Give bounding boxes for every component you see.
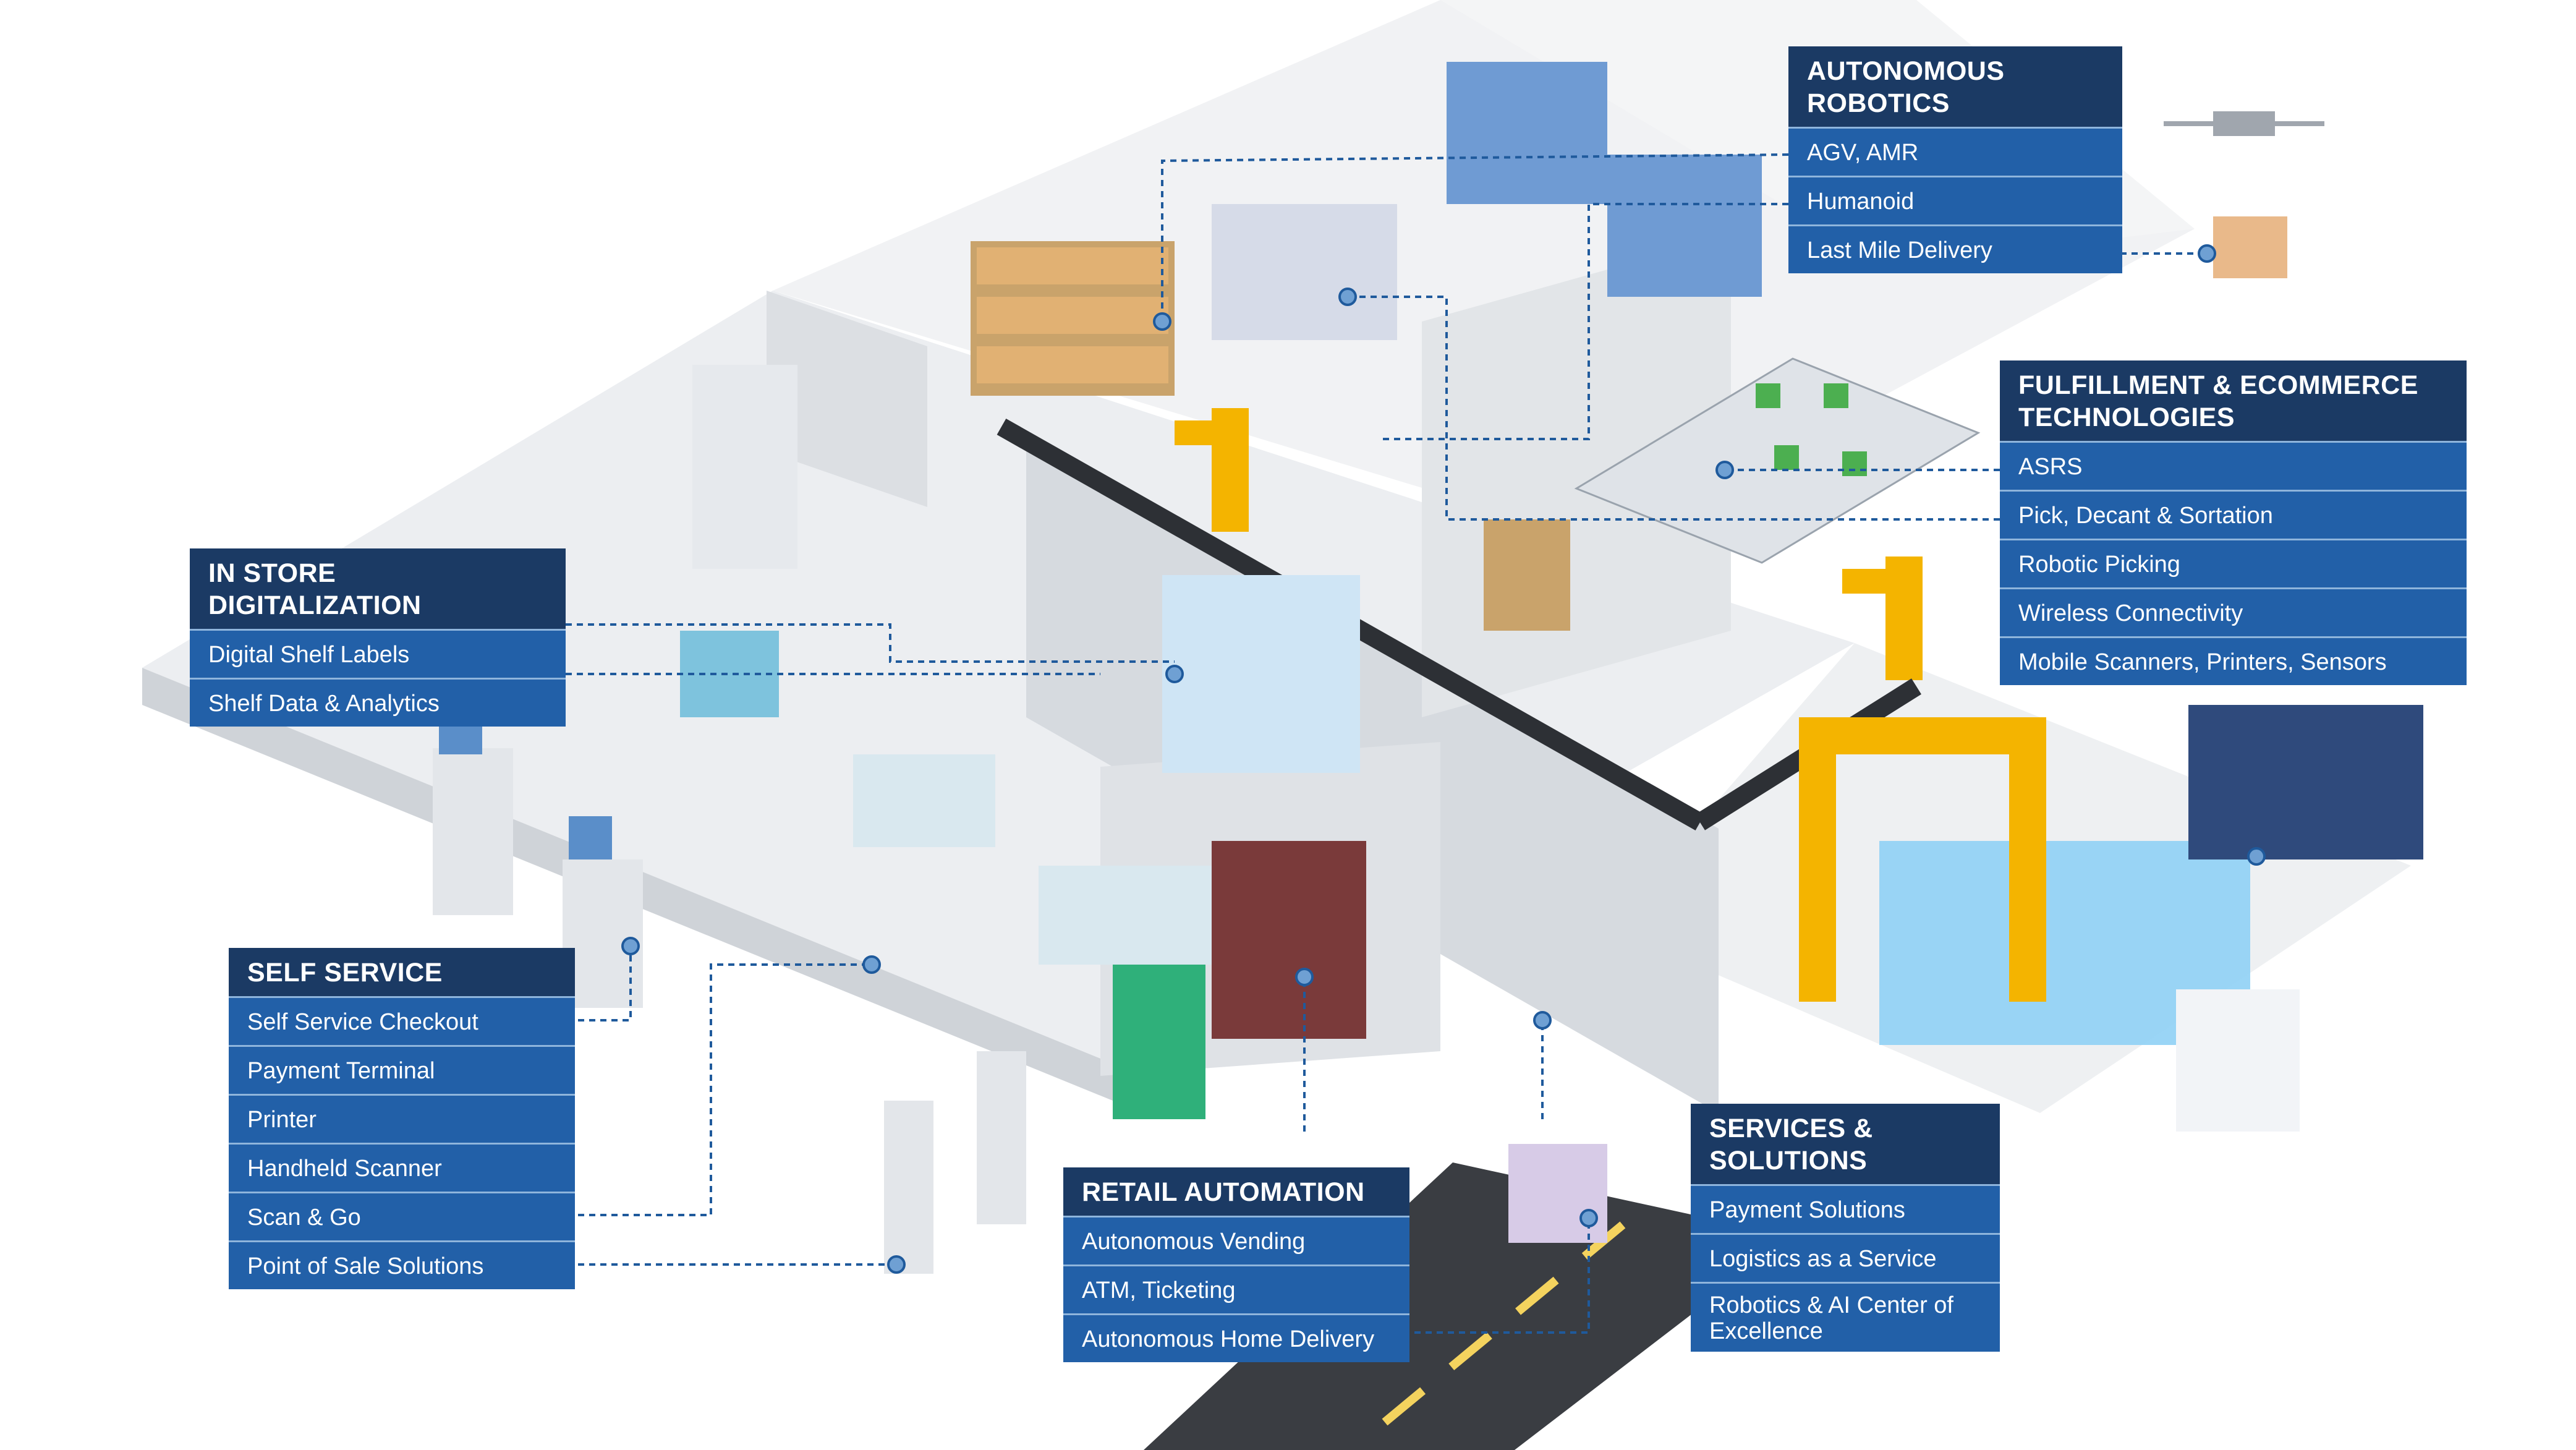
panel-item-handheld-scanner: Handheld Scanner bbox=[229, 1143, 575, 1192]
panel-item-autonomous-home-delivery: Autonomous Home Delivery bbox=[1063, 1313, 1409, 1362]
road bbox=[1144, 1162, 1793, 1450]
panel-fulfillment: FULFILLMENT & ECOMMERCE TECHNOLOGIES ASR… bbox=[2000, 360, 2467, 685]
panel-item-wireless-connectivity: Wireless Connectivity bbox=[2000, 587, 2467, 636]
robotic-arms bbox=[1175, 408, 1923, 680]
panel-item-mobile-scanners: Mobile Scanners, Printers, Sensors bbox=[2000, 636, 2467, 685]
drone bbox=[2164, 111, 2324, 278]
panel-title: SELF SERVICE bbox=[229, 948, 575, 996]
connectors bbox=[566, 153, 2207, 1334]
panel-item-payment-solutions: Payment Solutions bbox=[1691, 1184, 2000, 1233]
panel-item-point-of-sale: Point of Sale Solutions bbox=[229, 1240, 575, 1289]
panel-retail-automation: RETAIL AUTOMATION Autonomous Vending ATM… bbox=[1063, 1167, 1409, 1362]
panel-title: FULFILLMENT & ECOMMERCE TECHNOLOGIES bbox=[2000, 360, 2467, 441]
vending-atm bbox=[1113, 841, 1366, 1119]
panel-item-agv-amr: AGV, AMR bbox=[1788, 127, 2122, 176]
store-fixtures bbox=[680, 365, 1360, 965]
panel-title: AUTONOMOUS ROBOTICS bbox=[1788, 46, 2122, 127]
panel-self-service: SELF SERVICE Self Service Checkout Payme… bbox=[229, 948, 575, 1289]
connector-dots bbox=[621, 244, 2266, 1274]
panel-item-printer: Printer bbox=[229, 1094, 575, 1143]
panel-title: SERVICES & SOLUTIONS bbox=[1691, 1104, 2000, 1184]
panel-item-scan-go: Scan & Go bbox=[229, 1192, 575, 1240]
panel-item-shelf-data-analytics: Shelf Data & Analytics bbox=[190, 678, 566, 727]
panel-item-robotic-picking: Robotic Picking bbox=[2000, 539, 2467, 587]
panel-item-atm-ticketing: ATM, Ticketing bbox=[1063, 1264, 1409, 1313]
panel-item-payment-terminal: Payment Terminal bbox=[229, 1045, 575, 1094]
panel-item-asrs: ASRS bbox=[2000, 441, 2467, 490]
panel-title: RETAIL AUTOMATION bbox=[1063, 1167, 1409, 1216]
panel-item-logistics-as-a-service: Logistics as a Service bbox=[1691, 1233, 2000, 1282]
warehouse-shelving bbox=[971, 62, 1762, 631]
panel-item-robotics-ai-coe: Robotics & AI Center of Excellence bbox=[1691, 1282, 2000, 1352]
panel-title: IN STORE DIGITALIZATION bbox=[190, 548, 566, 629]
panel-in-store-digitalization: IN STORE DIGITALIZATION Digital Shelf La… bbox=[190, 548, 566, 727]
panel-item-self-service-checkout: Self Service Checkout bbox=[229, 996, 575, 1045]
vehicles bbox=[1508, 705, 2423, 1243]
panel-item-pick-decant-sortation: Pick, Decant & Sortation bbox=[2000, 490, 2467, 539]
panel-autonomous-robotics: AUTONOMOUS ROBOTICS AGV, AMR Humanoid La… bbox=[1788, 46, 2122, 273]
panel-services-solutions: SERVICES & SOLUTIONS Payment Solutions L… bbox=[1691, 1104, 2000, 1352]
panel-item-autonomous-vending: Autonomous Vending bbox=[1063, 1216, 1409, 1264]
panel-item-last-mile-delivery: Last Mile Delivery bbox=[1788, 224, 2122, 273]
panel-item-humanoid: Humanoid bbox=[1788, 176, 2122, 224]
panel-item-digital-shelf-labels: Digital Shelf Labels bbox=[190, 629, 566, 678]
asrs-grid bbox=[1574, 357, 1981, 564]
